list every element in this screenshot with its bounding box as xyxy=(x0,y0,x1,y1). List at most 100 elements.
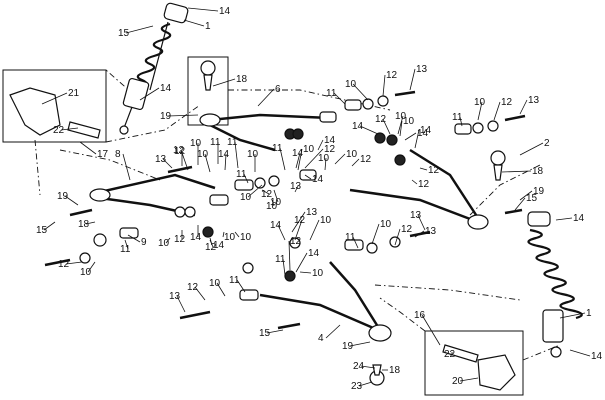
leader-line xyxy=(519,190,533,201)
leader-line xyxy=(257,88,275,107)
part-callout-11: 11 xyxy=(229,275,240,286)
lower-left-a-arm xyxy=(259,261,392,342)
part-callout-10: 10 xyxy=(158,238,170,249)
part-callout-17: 17 xyxy=(97,149,109,160)
part-callout-13: 13 xyxy=(306,207,318,218)
part-callout-15: 15 xyxy=(36,225,48,236)
leader-line xyxy=(243,173,249,184)
left-shock-absorber xyxy=(119,2,189,135)
part-callout-14: 14 xyxy=(591,351,603,362)
part-callout-4: 4 xyxy=(318,333,324,344)
leader-line xyxy=(459,116,463,127)
part-callout-18: 18 xyxy=(78,219,90,230)
part-callout-10: 10 xyxy=(345,79,357,90)
part-callout-1: 1 xyxy=(586,308,592,319)
part-callout-11: 11 xyxy=(345,232,356,243)
leader-line xyxy=(304,174,312,180)
part-callout-11: 11 xyxy=(210,137,221,148)
leader-line xyxy=(295,152,301,169)
part-callout-14: 14 xyxy=(292,148,304,159)
leader-line xyxy=(234,231,240,238)
part-callout-10: 10 xyxy=(312,268,324,279)
hardware-bushings xyxy=(119,99,472,301)
part-callout-12: 12 xyxy=(174,146,186,157)
part-callout-14: 14 xyxy=(218,149,230,160)
leader-line xyxy=(194,286,206,301)
leader-line xyxy=(352,83,369,101)
part-callout-10: 10 xyxy=(247,149,259,160)
part-callout-12: 12 xyxy=(261,189,273,200)
part-callout-9: 9 xyxy=(141,237,147,248)
leader-line xyxy=(216,282,226,297)
leader-line xyxy=(404,132,417,141)
part-callout-14: 14 xyxy=(420,125,432,136)
part-callout-12: 12 xyxy=(401,224,413,235)
part-callout-12: 12 xyxy=(205,242,217,253)
part-callout-13: 13 xyxy=(155,154,167,165)
part-callout-22: 22 xyxy=(444,349,456,360)
leader-line xyxy=(79,141,97,155)
leader-line xyxy=(41,92,68,105)
leader-line xyxy=(122,153,131,181)
leader-line xyxy=(277,224,286,241)
leader-line xyxy=(279,147,286,171)
part-callout-14: 14 xyxy=(352,121,364,132)
leader-line xyxy=(421,314,441,346)
part-callout-12: 12 xyxy=(428,165,440,176)
steering-knuckle-inset-frame xyxy=(2,69,107,143)
leader-line xyxy=(204,153,211,173)
leader-line xyxy=(165,237,171,244)
part-callout-12: 12 xyxy=(58,259,70,270)
leader-lines xyxy=(41,7,591,387)
leader-line xyxy=(324,157,327,171)
leader-line xyxy=(569,349,591,357)
leader-line xyxy=(291,211,306,233)
leader-line xyxy=(60,127,79,131)
leader-line xyxy=(212,78,236,87)
ball-joints xyxy=(93,60,506,386)
part-callout-22: 22 xyxy=(53,125,65,136)
part-callout-14: 14 xyxy=(219,6,231,17)
leader-line xyxy=(247,184,263,198)
leader-line xyxy=(382,118,391,135)
part-callout-23: 23 xyxy=(351,381,363,392)
part-callout-13: 13 xyxy=(169,291,181,302)
right-shock-spring xyxy=(527,228,583,320)
leader-line xyxy=(304,148,324,169)
part-callout-13: 13 xyxy=(416,64,428,75)
part-callout-12: 12 xyxy=(187,282,199,293)
part-callout-10: 10 xyxy=(320,215,332,226)
leader-line xyxy=(282,258,286,276)
part-callout-10: 10 xyxy=(80,267,92,278)
leader-line xyxy=(183,19,205,27)
leader-line xyxy=(299,271,312,274)
part-callout-13: 13 xyxy=(425,226,437,237)
upper-right-a-arm xyxy=(199,113,331,152)
leader-line xyxy=(477,101,483,121)
leader-line xyxy=(295,252,308,273)
leader-line xyxy=(162,158,173,169)
lower-right-a-arm xyxy=(349,148,489,230)
leader-line xyxy=(414,129,420,149)
part-callout-12: 12 xyxy=(290,236,302,247)
part-callout-14: 14 xyxy=(213,240,225,251)
part-callout-10: 10 xyxy=(346,149,358,160)
leader-line xyxy=(358,381,373,387)
leader-line xyxy=(139,87,160,101)
leader-line xyxy=(414,230,425,238)
leader-line xyxy=(124,239,129,250)
leader-line xyxy=(371,223,380,245)
part-callout-19: 19 xyxy=(160,111,172,122)
part-callout-16: 16 xyxy=(414,310,426,321)
leader-line xyxy=(273,189,279,203)
part-callout-10: 10 xyxy=(395,111,407,122)
leader-line xyxy=(224,153,227,171)
part-callout-10: 10 xyxy=(403,116,415,127)
part-callout-1: 1 xyxy=(205,21,211,32)
part-callout-18: 18 xyxy=(236,74,248,85)
part-callout-14: 14 xyxy=(324,135,336,146)
part-callout-10: 10 xyxy=(224,232,236,243)
